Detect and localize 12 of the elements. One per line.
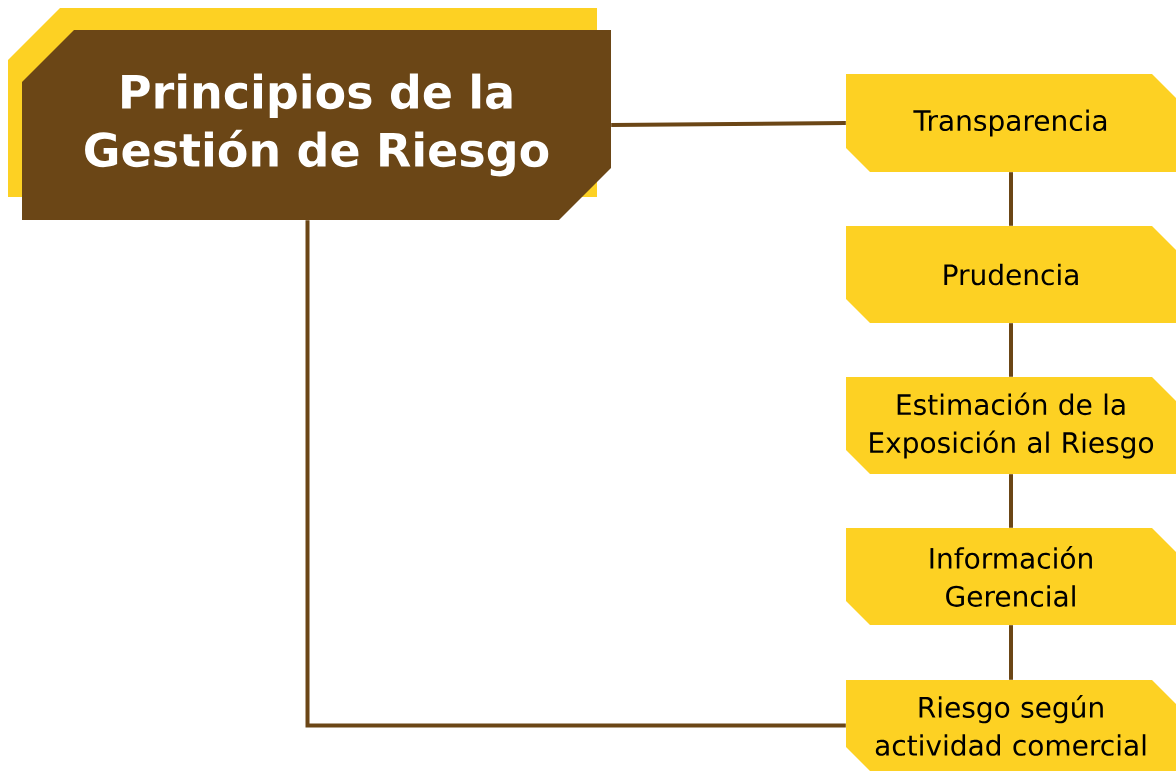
connector-line: [1009, 474, 1013, 528]
principle-box: Transparencia: [846, 74, 1176, 172]
principle-box: Prudencia: [846, 226, 1176, 323]
connector-line: [1009, 323, 1013, 377]
connector-line: [611, 121, 846, 127]
connector-line: [305, 220, 846, 728]
title-box: Principios de la Gestión de Riesgo: [8, 8, 611, 220]
connector-line: [1009, 172, 1013, 226]
principle-box: Información Gerencial: [846, 528, 1176, 625]
principle-box: Estimación de la Exposición al Riesgo: [846, 377, 1176, 474]
principle-box: Riesgo según actividad comercial: [846, 680, 1176, 771]
connector-line: [1009, 625, 1013, 680]
